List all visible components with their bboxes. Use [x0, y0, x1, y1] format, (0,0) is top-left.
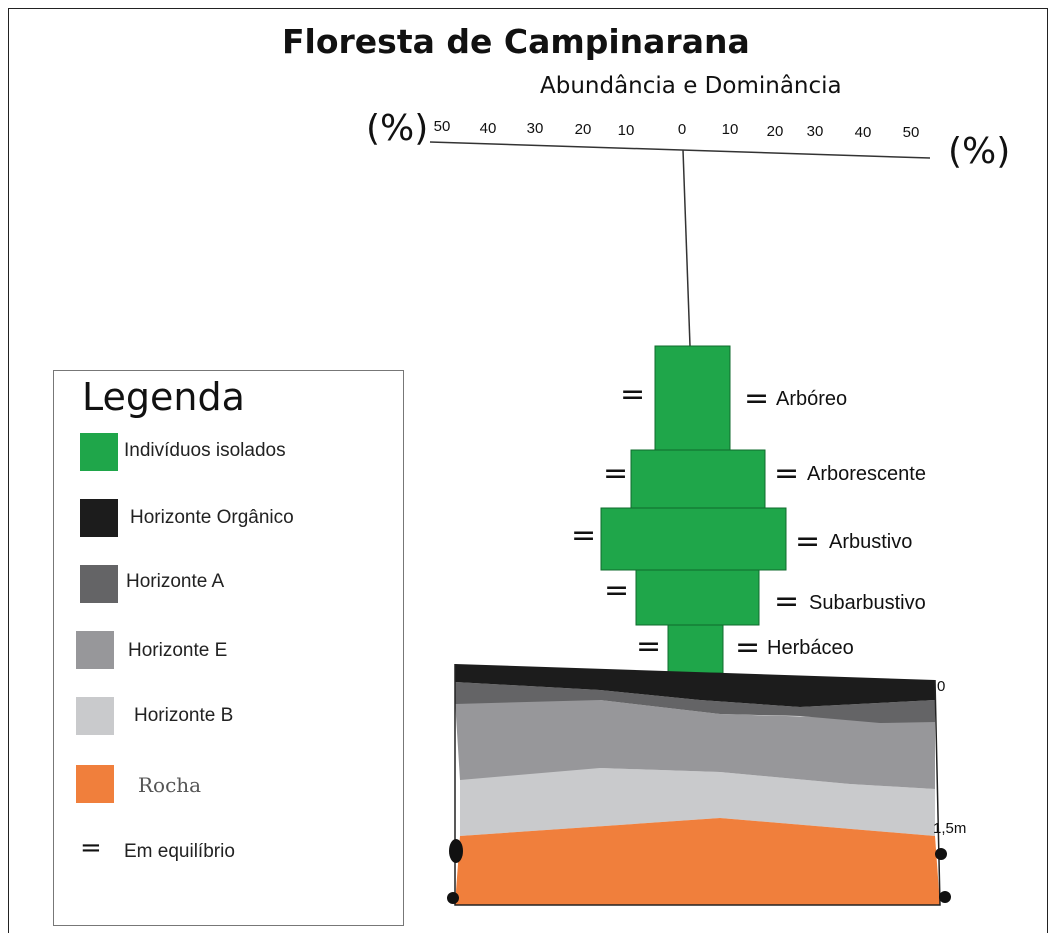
stratum-bar-herbaceo [667, 624, 724, 674]
stratum-label-arborescente: Arborescente [807, 463, 926, 485]
rock-corner-dot [449, 839, 463, 863]
axis-tick-label: 50 [433, 118, 451, 135]
axis-tick-label: 20 [766, 123, 784, 140]
stratum-label-subarbustivo: Subarbustivo [809, 592, 926, 614]
equilibrium-symbol: = [795, 524, 821, 559]
rock-corner-dot [939, 891, 951, 903]
abundance-axis-line [429, 141, 931, 159]
legend-swatch-horizonte-e [76, 631, 114, 669]
equilibrium-symbol: = [744, 381, 770, 416]
stratum-bar-arboreo [654, 345, 731, 451]
axis-tick-label: 0 [677, 121, 687, 138]
legend-label: Rocha [138, 773, 202, 797]
axis-unit-right: (%) [948, 131, 1011, 172]
equilibrium-symbol: = [604, 573, 630, 608]
axis-tick-label: 10 [721, 121, 739, 138]
legend-swatch-horizonte-a [80, 565, 118, 603]
soil-profile-outline [454, 664, 941, 906]
diagram-subtitle: Abundância e Dominância [540, 73, 842, 99]
diagram-title: Floresta de Campinarana [282, 22, 750, 61]
axis-tick-label: 40 [854, 124, 872, 141]
axis-tick-label: 10 [617, 122, 635, 139]
depth-label-top: 0 [937, 678, 946, 695]
figure-frame [8, 8, 1048, 933]
center-connector-line [682, 149, 691, 347]
legend-label: Horizonte A [126, 571, 225, 592]
stratum-bar-arbustivo [600, 507, 787, 571]
axis-unit-left: (%) [366, 108, 429, 149]
equilibrium-symbol: = [735, 630, 761, 665]
legend-swatch-individuos [80, 433, 118, 471]
soil-horizon-e [455, 700, 935, 789]
legend-label: Indivíduos isolados [124, 440, 286, 461]
legend-title: Legenda [82, 375, 245, 419]
stratum-bar-arborescente [630, 449, 766, 509]
legend-equilibrium-symbol: = [80, 833, 102, 863]
equilibrium-symbol: = [636, 629, 662, 664]
soil-rock [455, 818, 940, 905]
legend-label: Horizonte Orgânico [130, 507, 294, 528]
equilibrium-symbol: = [774, 456, 800, 491]
legend-box: Legenda Indivíduos isolados Horizonte Or… [53, 370, 404, 926]
soil-horizon-organic [455, 664, 935, 707]
stratum-label-arbustivo: Arbustivo [829, 531, 913, 553]
equilibrium-symbol: = [620, 377, 646, 412]
rock-corner-dot [447, 892, 459, 904]
legend-swatch-rocha [76, 765, 114, 803]
soil-horizon-a [455, 682, 935, 723]
legend-label: Horizonte E [128, 640, 228, 661]
soil-horizon-b [460, 768, 935, 836]
axis-tick-label: 20 [574, 121, 592, 138]
rock-corner-dot [935, 848, 947, 860]
axis-tick-label: 50 [902, 124, 920, 141]
stratum-bar-subarbustivo [635, 569, 760, 626]
axis-tick-label: 30 [806, 123, 824, 140]
axis-tick-label: 30 [526, 120, 544, 137]
legend-label: Horizonte B [134, 705, 234, 726]
legend-swatch-horizonte-b [76, 697, 114, 735]
equilibrium-symbol: = [571, 518, 597, 553]
legend-swatch-horizonte-organico [80, 499, 118, 537]
stratum-label-herbaceo: Herbáceo [767, 637, 854, 659]
stratum-label-arboreo: Arbóreo [776, 388, 848, 410]
equilibrium-symbol: = [603, 456, 629, 491]
legend-label: Em equilíbrio [124, 841, 235, 862]
depth-label-bottom: 1,5m [933, 820, 967, 837]
axis-tick-label: 40 [479, 120, 497, 137]
equilibrium-symbol: = [774, 584, 800, 619]
